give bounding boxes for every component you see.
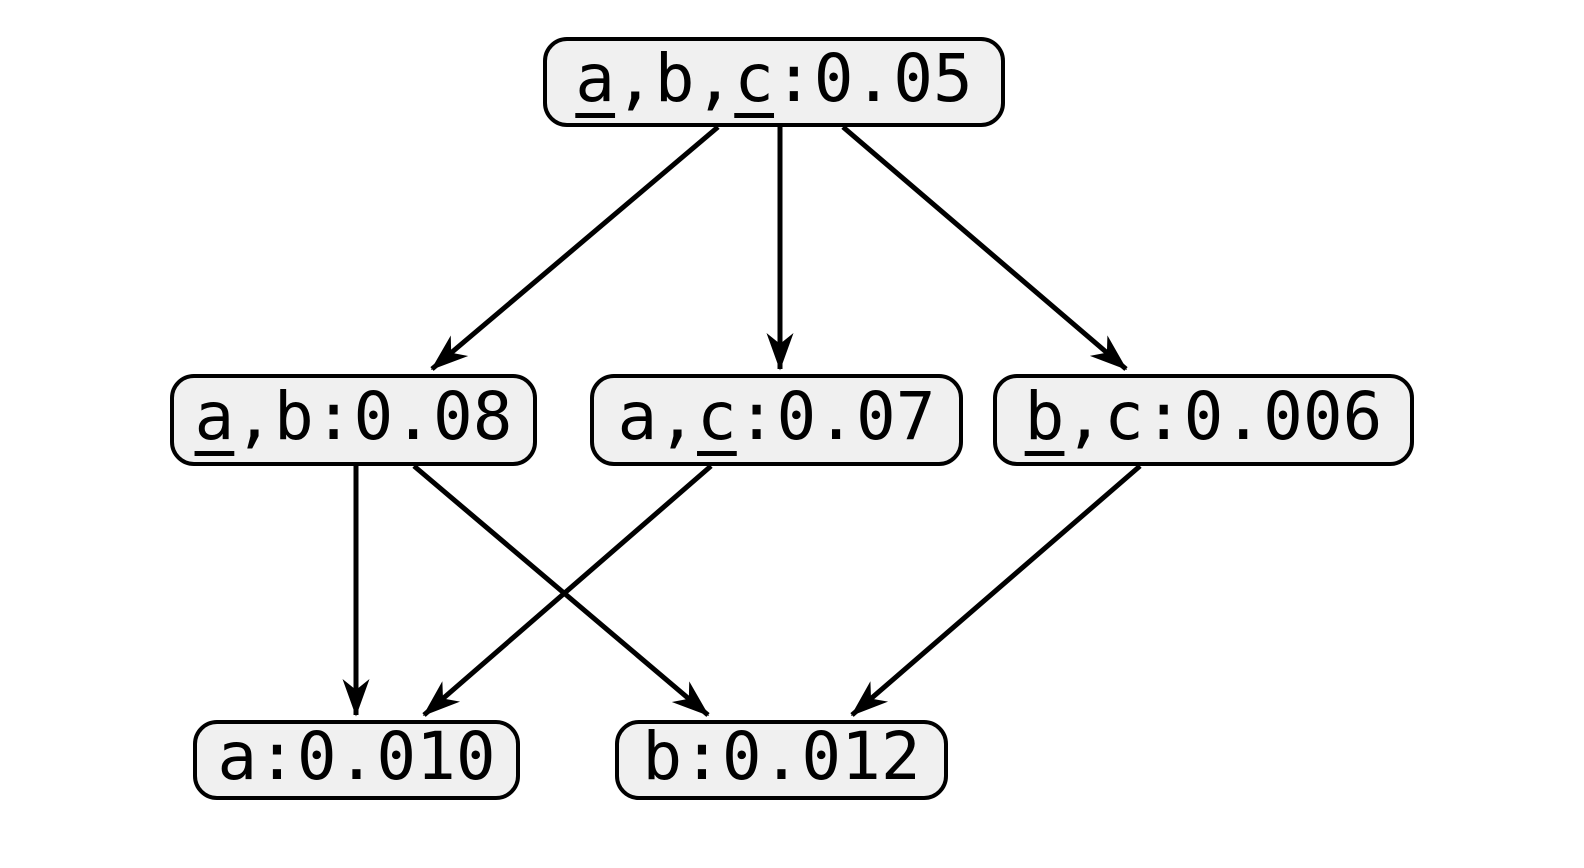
label-segment: ,b:0.08 bbox=[234, 378, 513, 455]
graph-node-ac: a,c:0.07 bbox=[590, 374, 963, 466]
node-label: a,c:0.07 bbox=[618, 384, 936, 456]
edge-ab-to-b bbox=[412, 464, 710, 717]
label-segment: a:0.010 bbox=[217, 718, 496, 795]
graph-node-a: a:0.010 bbox=[193, 720, 520, 800]
node-label: b,c:0.006 bbox=[1025, 384, 1383, 456]
graph-node-bc: b,c:0.006 bbox=[993, 374, 1414, 466]
edge-bc-to-b bbox=[850, 464, 1142, 717]
label-segment-underlined: c bbox=[734, 40, 775, 117]
label-segment-underlined: c bbox=[697, 378, 737, 455]
node-label: a:0.010 bbox=[217, 724, 495, 796]
edge-abc-to-ab bbox=[430, 125, 720, 371]
graph-node-abc: a,b,c:0.05 bbox=[543, 37, 1005, 127]
node-label: b:0.012 bbox=[642, 724, 920, 796]
label-segment-underlined: a bbox=[575, 40, 616, 117]
node-label: a,b:0.08 bbox=[195, 384, 513, 456]
label-segment: b:0.012 bbox=[642, 718, 921, 795]
label-segment: ,c:0.006 bbox=[1064, 378, 1383, 455]
edge-ac-to-a bbox=[422, 464, 713, 717]
label-segment-underlined: a bbox=[194, 378, 235, 455]
label-segment: :0.07 bbox=[736, 378, 936, 455]
label-segment: :0.05 bbox=[774, 40, 973, 117]
edge-abc-to-bc bbox=[841, 125, 1128, 371]
label-segment-underlined: b bbox=[1024, 378, 1065, 455]
label-segment: ,b, bbox=[615, 40, 735, 117]
label-segment: a, bbox=[617, 378, 698, 455]
graph-node-ab: a,b:0.08 bbox=[170, 374, 537, 466]
graph-node-b: b:0.012 bbox=[615, 720, 948, 800]
node-label: a,b,c:0.05 bbox=[575, 46, 972, 118]
